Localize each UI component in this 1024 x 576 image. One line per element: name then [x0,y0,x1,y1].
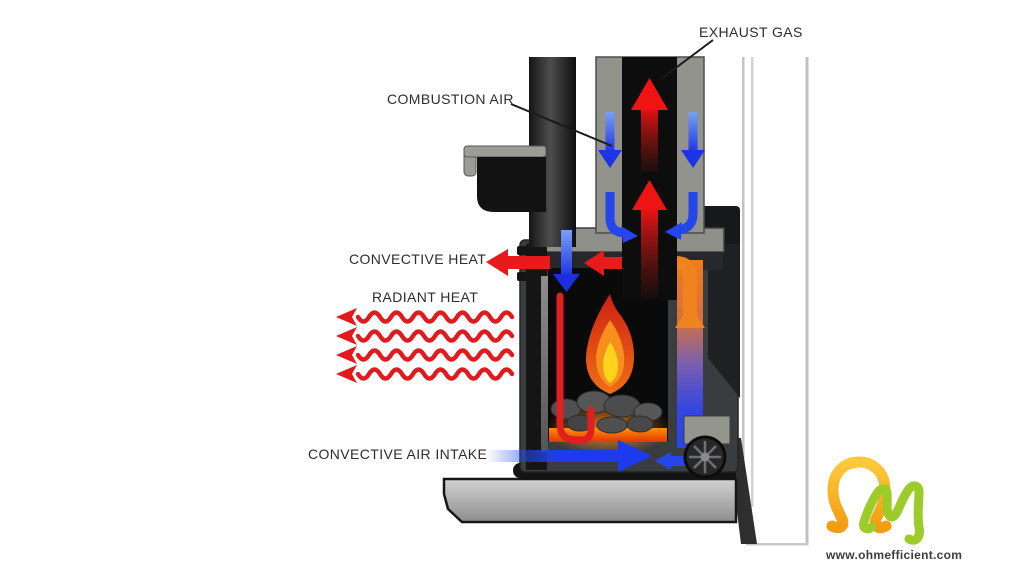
combustion-air-arrows [598,112,705,243]
logo [826,456,924,545]
label-convective-air-intake: CONVECTIVE AIR INTAKE [308,446,488,462]
omega-icon [826,456,892,534]
label-combustion-air: COMBUSTION AIR [387,91,514,107]
label-radiant-heat: RADIANT HEAT [372,289,479,305]
hearth-base [442,477,738,524]
room-wall [742,57,810,546]
firebox [546,268,670,456]
fan-icon [683,415,731,479]
flame-icon [585,294,635,394]
leader-lines [510,39,714,147]
convective-heat-arrow-inner [584,250,652,276]
label-convective-heat: CONVECTIVE HEAT [349,251,487,267]
stove-front-panel [517,244,548,470]
website-url: www.ohmefficient.com [826,548,963,562]
m-icon [859,481,924,545]
label-exhaust-gas: EXHAUST GAS [699,24,803,40]
exhaust-gas-leader [660,39,714,80]
convective-heat-arrow-outer [486,249,550,276]
combustion-air-leader [510,103,613,147]
exhaust-gas-arrows [631,78,668,298]
radiant-heat-arrows [336,308,515,383]
chimney [463,56,705,300]
pipe-shelf [463,145,547,212]
airwash-tube [556,292,595,444]
firebox-air-arrow [553,230,580,292]
